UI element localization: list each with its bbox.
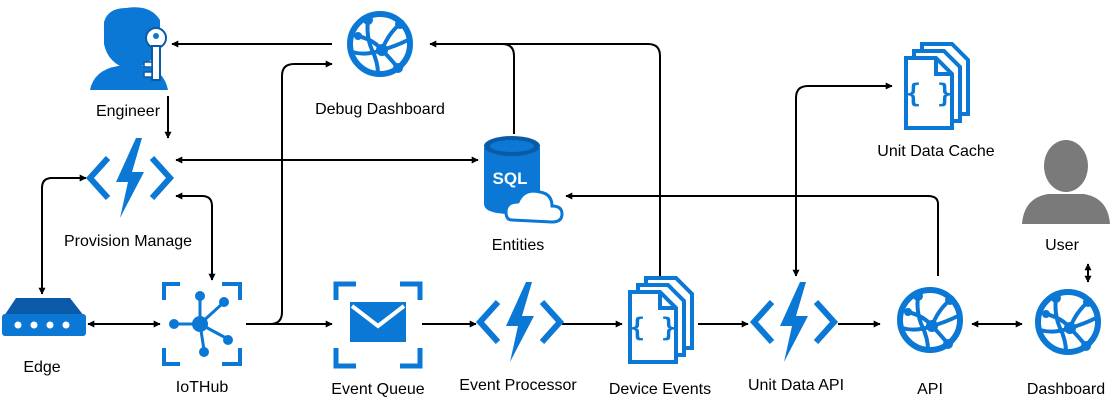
event-processor-label: Event Processor — [459, 377, 577, 394]
edge-device-icon — [2, 298, 86, 336]
node-iothub: IoTHub — [162, 282, 242, 396]
function-app-icon — [480, 282, 560, 362]
unit-data-api-label: Unit Data API — [748, 377, 844, 394]
node-user: User — [1022, 140, 1110, 254]
engineer-label: Engineer — [96, 103, 161, 120]
edge-deviceevents-debugdashboard — [429, 40, 661, 280]
iot-hub-icon — [162, 282, 242, 366]
node-api: API — [900, 290, 960, 398]
engineer-key-icon — [90, 7, 168, 90]
iothub-label: IoTHub — [176, 379, 229, 396]
node-dashboard: Dashboard — [1027, 292, 1105, 398]
sql-database-icon: SQL — [484, 136, 564, 224]
web-app-globe-icon — [900, 290, 960, 350]
node-event-queue: Event Queue — [331, 281, 425, 398]
provision-manage-label: Provision Manage — [64, 233, 192, 250]
debug-dashboard-label: Debug Dashboard — [315, 101, 445, 118]
node-unit-data-api: Unit Data API — [748, 282, 844, 394]
user-label: User — [1045, 237, 1079, 254]
user-icon — [1022, 140, 1110, 224]
connectors — [38, 40, 1092, 328]
node-provision-manage: Provision Manage — [64, 138, 192, 250]
node-edge: Edge — [2, 298, 86, 376]
node-unit-data-cache: Unit Data Cache — [877, 42, 995, 160]
api-label: API — [917, 381, 943, 398]
web-app-globe-icon — [350, 14, 410, 74]
edge-iothub-debugdashboard — [269, 60, 333, 325]
edge-unitdataapi-unitdatacache — [792, 82, 893, 277]
edge-api-entities — [565, 192, 939, 276]
edge-entities-debugdashboard — [501, 43, 515, 134]
svg-text:SQL: SQL — [493, 169, 528, 188]
node-engineer: Engineer — [90, 7, 168, 120]
queue-envelope-icon — [333, 281, 423, 369]
edge-provisionmanage-edge — [38, 174, 87, 295]
json-documents-icon — [627, 276, 694, 364]
unit-data-cache-label: Unit Data Cache — [877, 143, 994, 160]
function-app-icon — [90, 138, 170, 218]
event-queue-label: Event Queue — [331, 381, 425, 398]
dashboard-label: Dashboard — [1027, 381, 1105, 398]
node-debug-dashboard: Debug Dashboard — [315, 14, 445, 118]
json-documents-icon — [903, 42, 970, 130]
function-app-icon — [754, 282, 834, 362]
entities-label: Entities — [492, 237, 544, 254]
node-event-processor: Event Processor — [459, 282, 577, 394]
edge-label: Edge — [23, 359, 60, 376]
edge-provisionmanage-iothub — [175, 192, 216, 281]
node-device-events: Device Events — [609, 276, 711, 398]
node-entities: SQL Entities — [484, 136, 564, 254]
device-events-label: Device Events — [609, 381, 711, 398]
web-app-globe-icon — [1038, 292, 1098, 352]
